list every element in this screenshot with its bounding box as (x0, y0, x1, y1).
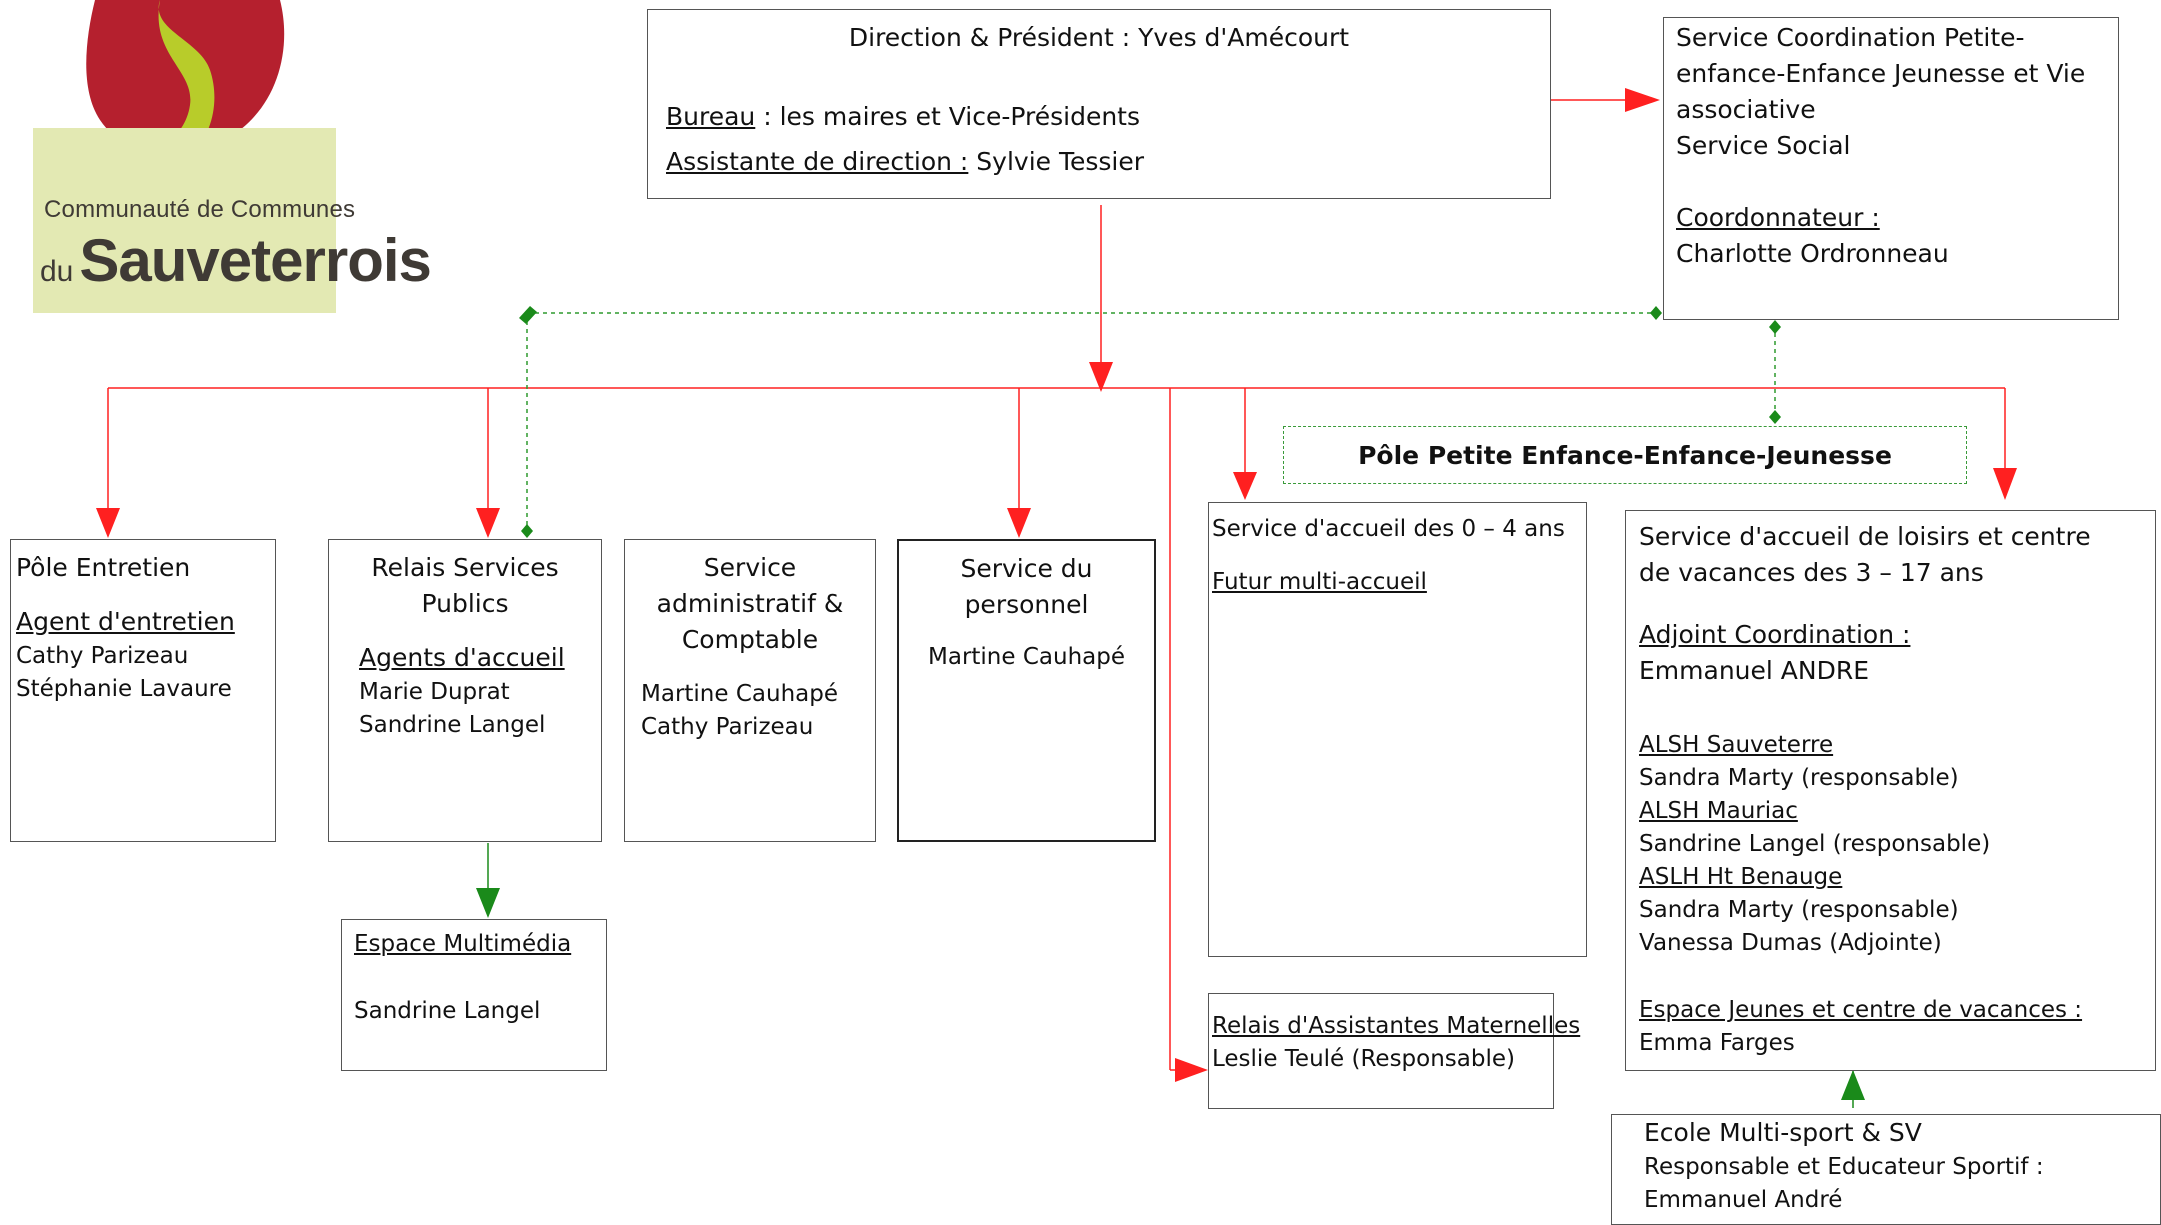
agent-entretien-label: Agent d'entretien (16, 607, 235, 636)
multimedia-title: Espace Multimédia (354, 931, 572, 957)
espace-jeunes-label: Espace Jeunes et centre de vacances : (1639, 997, 2083, 1023)
ram-title: Relais d'Assistantes Maternelles (1212, 1013, 1581, 1039)
alsh-sauveterre-name: Sandra Marty (responsable) (1639, 765, 1959, 791)
accueil-0-4-box: Service d'accueil des 0 – 4 ans Futur mu… (1208, 502, 1587, 957)
administratif-box: Service administratif & Comptable Martin… (624, 539, 876, 842)
personnel-box: Service du personnel Martine Cauhapé (897, 539, 1156, 842)
relais-services-box: Relais Services Publics Agents d'accueil… (328, 539, 602, 842)
ecole-line2: Responsable et Educateur Sportif : (1644, 1154, 2044, 1180)
loisirs-title-2: de vacances des 3 – 17 ans (1639, 558, 1984, 587)
logo-name: Sauveterrois (79, 227, 432, 294)
espace-jeunes-name: Emma Farges (1639, 1030, 1795, 1056)
logo-card (33, 128, 336, 313)
alsh-mauriac-name: Sandrine Langel (responsable) (1639, 831, 1991, 857)
entretien-name-2: Stéphanie Lavaure (16, 676, 232, 702)
personnel-name: Martine Cauhapé (928, 644, 1125, 670)
entretien-title: Pôle Entretien (16, 553, 191, 582)
admin-name-1: Martine Cauhapé (641, 681, 838, 707)
ram-name: Leslie Teulé (Responsable) (1212, 1046, 1515, 1072)
loisirs-title-1: Service d'accueil de loisirs et centre (1639, 522, 2091, 551)
adjoint-name: Emmanuel ANDRE (1639, 656, 1870, 685)
logo-emblem-icon (86, 0, 285, 171)
alsh-sauveterre-label: ALSH Sauveterre (1639, 732, 1834, 758)
coordination-line3: associative (1676, 95, 1816, 124)
ecole-title: Ecole Multi-sport & SV (1644, 1118, 1922, 1147)
entretien-name-1: Cathy Parizeau (16, 643, 189, 669)
admin-title-1: Service (703, 553, 797, 582)
aslh-benauge-name-2: Vanessa Dumas (Adjointe) (1639, 930, 1942, 956)
personnel-title-1: Service du (960, 554, 1093, 583)
personnel-title-2: personnel (964, 590, 1089, 619)
admin-title-3: Comptable (681, 625, 819, 654)
relais-title-2: Publics (421, 589, 509, 618)
bureau-label: Bureau (666, 102, 756, 131)
accueil-loisirs-box: Service d'accueil de loisirs et centre d… (1625, 510, 2156, 1071)
relais-title-1: Relais Services (371, 553, 559, 582)
alsh-mauriac-label: ALSH Mauriac (1639, 798, 1798, 824)
relais-name-1: Marie Duprat (359, 679, 510, 705)
accueil-0-4-title: Service d'accueil des 0 – 4 ans (1212, 516, 1565, 542)
coordination-line2: enfance-Enfance Jeunesse et Vie (1676, 59, 2086, 88)
coordination-line1: Service Coordination Petite- (1676, 23, 2025, 52)
pole-petite-enfance-title: Pôle Petite Enfance-Enfance-Jeunesse (1283, 426, 1967, 484)
aslh-benauge-label: ASLH Ht Benauge (1639, 864, 1843, 890)
pole-entretien-box: Pôle Entretien Agent d'entretien Cathy P… (10, 539, 276, 842)
bureau-line: Bureau : les maires et Vice-Présidents (666, 99, 1532, 135)
assistante-name: Sylvie Tessier (968, 147, 1145, 176)
agents-accueil-label: Agents d'accueil (359, 643, 565, 672)
coordonnateur-label: Coordonnateur : (1676, 203, 1880, 232)
ecole-multisport-box: Ecole Multi-sport & SV Responsable et Ed… (1611, 1114, 2161, 1225)
logo-text-line1: Communauté de Communes (44, 196, 356, 223)
assistante-line: Assistante de direction : Sylvie Tessier (666, 144, 1532, 180)
direction-title: Direction & Président : Yves d'Amécourt (848, 23, 1350, 52)
ecole-name: Emmanuel André (1644, 1187, 1843, 1213)
bureau-text: : les maires et Vice-Présidents (755, 102, 1141, 131)
assistante-label: Assistante de direction : (666, 147, 969, 176)
adjoint-label: Adjoint Coordination : (1639, 620, 1911, 649)
admin-title-2: administratif & (656, 589, 844, 618)
relais-name-2: Sandrine Langel (359, 712, 546, 738)
admin-name-2: Cathy Parizeau (641, 714, 814, 740)
multimedia-name: Sandrine Langel (354, 998, 541, 1024)
coordination-box: Service Coordination Petite- enfance-Enf… (1663, 17, 2119, 320)
logo-du: du (40, 255, 74, 288)
aslh-benauge-name-1: Sandra Marty (responsable) (1639, 897, 1959, 923)
espace-multimedia-box: Espace Multimédia Sandrine Langel (341, 919, 607, 1071)
coordonnateur-name: Charlotte Ordronneau (1676, 239, 1949, 268)
direction-box: Direction & Président : Yves d'Amécourt … (647, 9, 1551, 199)
ram-box: Relais d'Assistantes Maternelles Leslie … (1208, 993, 1581, 1109)
coordination-line4: Service Social (1676, 131, 1851, 160)
futur-multi-accueil: Futur multi-accueil (1212, 569, 1427, 595)
